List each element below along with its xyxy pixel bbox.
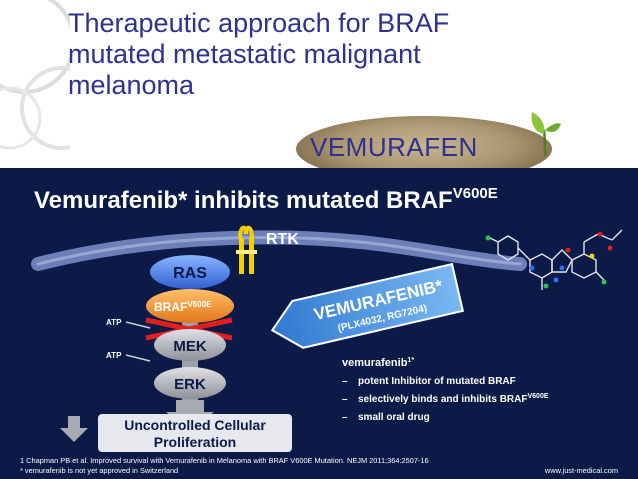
mek-label: MEK — [173, 338, 207, 355]
outcome-line-2: Proliferation — [154, 434, 236, 450]
bullet-3: small oral drug — [358, 412, 430, 423]
bullet-1: potent Inhibitor of mutated BRAF — [358, 376, 516, 387]
erk-node — [154, 367, 226, 399]
mek-node — [154, 329, 226, 361]
atp-label-2: ATP — [106, 351, 122, 360]
info-title: vemurafenib1* — [342, 357, 414, 369]
atp-arrow-2 — [125, 354, 151, 362]
braf-label: BRAFV600E — [154, 300, 212, 314]
footnote-approval: * vemurafenib is not yet approved in Swi… — [20, 466, 178, 475]
atp-arrow-1 — [125, 321, 151, 329]
molecule-structure-icon — [485, 229, 623, 290]
outcome-line-1: Uncontrolled Cellular — [124, 417, 266, 433]
sprout-icon — [531, 112, 561, 157]
erk-label: ERK — [174, 376, 206, 393]
braf-node — [146, 289, 234, 323]
decorative-circles — [0, 0, 70, 150]
diagram-heading: Vemurafenib* inhibits mutated BRAFV600E — [34, 185, 498, 214]
rtk-label: RTK — [266, 231, 299, 248]
rtk-receptor-icon — [236, 225, 257, 274]
bullet-dash: – — [342, 376, 348, 387]
vemurafenib-diagram-panel: Vemurafenib* inhibits mutated BRAFV600E … — [0, 168, 638, 479]
bullet-2: selectively binds and inhibits BRAFV600E — [358, 393, 549, 405]
footnote-reference: 1 Chapman PB et al. Improved survival wi… — [20, 456, 429, 465]
outcome-box — [98, 414, 292, 452]
atp-label-1: ATP — [106, 318, 122, 327]
website-label: www.just-medical.com — [544, 466, 618, 475]
bullet-dash: – — [342, 394, 348, 405]
left-down-arrow-icon — [60, 416, 88, 442]
slide-title: Therapeutic approach for BRAF mutated me… — [68, 8, 450, 100]
ras-label: RAS — [173, 265, 207, 282]
drug-badge-label: VEMURAFEN — [310, 132, 478, 162]
bullet-dash: – — [342, 412, 348, 423]
vemurafenib-arrow: VEMURAFENIB* (PLX4032, RG7204) — [270, 262, 465, 349]
ras-node — [150, 255, 230, 289]
